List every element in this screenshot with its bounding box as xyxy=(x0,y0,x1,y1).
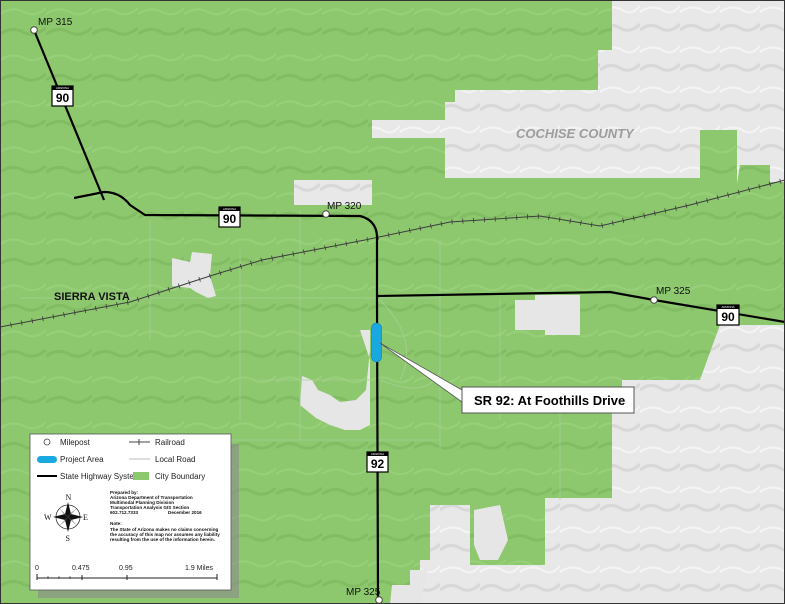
scale-tick-0: 0 xyxy=(35,565,39,572)
railroad xyxy=(0,177,785,330)
shield-90-west: ARIZONA 90 xyxy=(51,85,74,107)
project-area-segment[interactable] xyxy=(371,322,382,363)
compass-n: N xyxy=(66,493,72,502)
county-region-nw xyxy=(294,180,372,205)
county-label: COCHISE COUNTY xyxy=(516,126,635,141)
milepost-325-east[interactable]: MP 325 xyxy=(650,286,691,304)
prepared-by: Prepared by: Arizona Department of Trans… xyxy=(110,490,202,515)
disclaimer-note: Note: The State of Arizona makes no clai… xyxy=(110,521,220,542)
milepost-label: MP 325 xyxy=(346,587,381,598)
svg-text:Project Area: Project Area xyxy=(60,455,104,464)
shield-number: 90 xyxy=(223,212,237,226)
svg-text:Transportation Analysis GIS Se: Transportation Analysis GIS Section xyxy=(110,505,189,510)
svg-text:The State of Arizona makes no: The State of Arizona makes no claims con… xyxy=(110,527,219,532)
legend-city-boundary: City Boundary xyxy=(133,472,205,481)
callout-box[interactable]: SR 92: At Foothills Drive xyxy=(461,386,635,414)
shield-92: ARIZONA 92 xyxy=(366,451,389,473)
compass-s: S xyxy=(66,534,70,543)
county-region-se xyxy=(420,325,785,604)
milepost-315[interactable]: MP 315 xyxy=(30,17,73,34)
county-region-ne xyxy=(612,0,785,182)
svg-text:Local Road: Local Road xyxy=(155,455,195,464)
svg-text:Multimodal Planning Division: Multimodal Planning Division xyxy=(110,500,174,505)
svg-text:ARIZONA: ARIZONA xyxy=(223,207,236,211)
legend-local-road: Local Road xyxy=(129,455,195,464)
svg-text:State Highway System: State Highway System xyxy=(60,472,141,481)
shield-number: 90 xyxy=(56,91,70,105)
svg-text:City Boundary: City Boundary xyxy=(155,472,205,481)
shield-90-east: ARIZONA 90 xyxy=(716,304,740,326)
scale-tick-3: 1.9 Miles xyxy=(185,565,214,572)
scale-bar: 0 0.475 0.95 1.9 Miles xyxy=(35,565,218,580)
svg-text:Note:: Note: xyxy=(110,521,122,526)
svg-text:Arizona Department of Transpor: Arizona Department of Transportation xyxy=(110,495,193,500)
north-arrow-icon: N S E W xyxy=(44,493,88,543)
milepost-320[interactable]: MP 320 xyxy=(322,201,362,218)
svg-text:Prepared by:: Prepared by: xyxy=(110,490,139,495)
milepost-325-south[interactable]: MP 325 xyxy=(346,587,383,604)
city-boundary-area-east xyxy=(612,130,737,238)
compass-e: E xyxy=(83,513,88,522)
svg-text:Milepost: Milepost xyxy=(60,438,91,447)
scale-tick-2: 0.95 xyxy=(119,565,133,572)
scale-tick-1: 0.475 xyxy=(72,565,90,572)
legend: Milepost Railroad Project Area Local Roa… xyxy=(29,433,239,598)
shield-number: 90 xyxy=(721,310,735,324)
legend-state-highway: State Highway System xyxy=(37,472,141,481)
milepost-label: MP 325 xyxy=(656,286,691,297)
compass-w: W xyxy=(44,513,52,522)
legend-project-area: Project Area xyxy=(37,455,104,464)
callout-label: SR 92: At Foothills Drive xyxy=(474,393,625,408)
legend-railroad: Railroad xyxy=(129,438,185,447)
svg-text:ARIZONA: ARIZONA xyxy=(371,452,384,456)
svg-text:December 2016: December 2016 xyxy=(168,510,202,515)
svg-text:ARIZONA: ARIZONA xyxy=(56,86,69,90)
legend-milepost: Milepost xyxy=(43,438,91,447)
shield-number: 92 xyxy=(371,457,385,471)
svg-text:resulting from the use of the: resulting from the use of the informatio… xyxy=(110,537,215,542)
city-label: SIERRA VISTA xyxy=(54,291,130,303)
milepost-label: MP 315 xyxy=(38,17,73,28)
shield-90-central: ARIZONA 90 xyxy=(218,206,241,228)
county-region-n xyxy=(372,50,612,178)
svg-text:ARIZONA: ARIZONA xyxy=(721,305,734,309)
svg-text:Railroad: Railroad xyxy=(155,438,185,447)
milepost-label: MP 320 xyxy=(327,201,362,212)
svg-text:the accuracy of this map nor a: the accuracy of this map nor assumes any… xyxy=(110,532,220,537)
svg-text:602.712.7333: 602.712.7333 xyxy=(110,510,139,515)
